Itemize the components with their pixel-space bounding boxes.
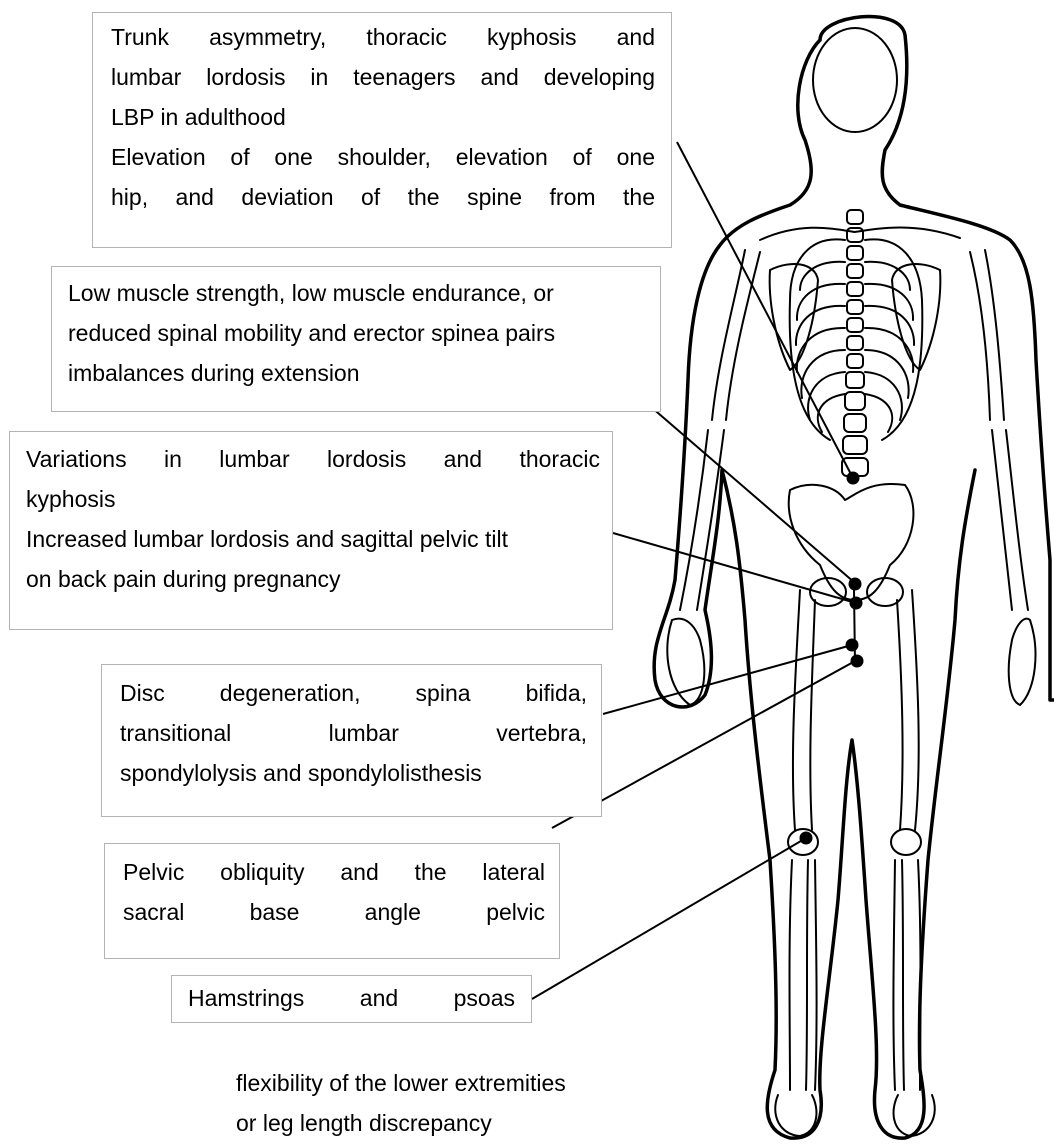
marker-sacrum: [849, 578, 862, 591]
left-tibia: [790, 860, 817, 1090]
leader-line-trunk: [677, 142, 853, 478]
left-scapula: [770, 264, 818, 370]
annotation-line: Disc degeneration, spina bifida,: [120, 673, 587, 713]
caption-line: flexibility of the lower extremities: [236, 1063, 566, 1103]
left-humerus: [712, 250, 760, 420]
right-humerus: [970, 250, 1004, 420]
annotation-line: lumbar lordosis in teenagers and develop…: [111, 57, 655, 97]
markers: [800, 472, 864, 845]
annotation-box-trunk-asymmetry: Trunk asymmetry, thoracic kyphosis and l…: [92, 12, 672, 248]
annotation-line: kyphosis: [26, 479, 600, 519]
annotation-line: LBP in adulthood: [111, 97, 655, 137]
leader-line-muscle: [636, 394, 855, 583]
right-hand: [1009, 619, 1036, 705]
left-femur: [793, 590, 815, 830]
annotation-line: transitional lumbar vertebra,: [120, 713, 587, 753]
annotation-box-pelvic-obliquity: Pelvic obliquity and the lateral sacral …: [104, 843, 560, 959]
marker-coccyx: [850, 597, 863, 610]
leader-line-lordosis: [613, 533, 856, 603]
annotation-line: Low muscle strength, low muscle enduranc…: [68, 273, 646, 313]
clavicles: [760, 228, 960, 241]
annotation-line: imbalances during extension: [68, 353, 646, 393]
marker-pelvic: [851, 655, 864, 668]
right-foot: [894, 1095, 935, 1136]
leader-line-disc: [603, 645, 852, 714]
skull: [813, 28, 897, 132]
annotation-line: Pelvic obliquity and the lateral: [123, 852, 545, 892]
annotation-box-lumbar-lordosis: Variations in lumbar lordosis and thorac…: [9, 431, 613, 630]
annotation-line: hip, and deviation of the spine from the: [111, 177, 655, 217]
marker-lumbar: [847, 472, 860, 485]
marker-disc: [846, 639, 859, 652]
body-outline: [654, 16, 1054, 1138]
right-femur: [897, 590, 919, 830]
annotation-box-disc-degeneration: Disc degeneration, spina bifida, transit…: [101, 664, 602, 817]
annotation-line: on back pain during pregnancy: [26, 559, 600, 599]
annotation-line: sacral base angle pelvic: [123, 892, 545, 932]
annotation-line: spondylolysis and spondylolisthesis: [120, 753, 587, 793]
annotation-line: Hamstrings and psoas: [188, 978, 515, 1018]
left-foot: [775, 1095, 816, 1136]
right-tibia: [893, 860, 920, 1090]
annotation-line: Variations in lumbar lordosis and thorac…: [26, 439, 600, 479]
marker-knee: [800, 832, 813, 845]
annotation-line: Trunk asymmetry, thoracic kyphosis and: [111, 17, 655, 57]
annotation-line: reduced spinal mobility and erector spin…: [68, 313, 646, 353]
annotation-line: Increased lumbar lordosis and sagittal p…: [26, 519, 600, 559]
leader-line-hamstrings: [532, 838, 806, 999]
flexibility-caption: flexibility of the lower extremities or …: [236, 1063, 566, 1143]
caption-line: or leg length discrepancy: [236, 1103, 566, 1143]
annotation-line: Elevation of one shoulder, elevation of …: [111, 137, 655, 177]
right-scapula: [892, 264, 940, 370]
right-knee: [891, 829, 921, 855]
annotation-box-muscle-strength: Low muscle strength, low muscle enduranc…: [51, 266, 661, 412]
spine: [842, 210, 868, 476]
annotation-box-hamstrings: Hamstrings and psoas: [171, 975, 532, 1023]
right-forearm: [992, 430, 1028, 610]
